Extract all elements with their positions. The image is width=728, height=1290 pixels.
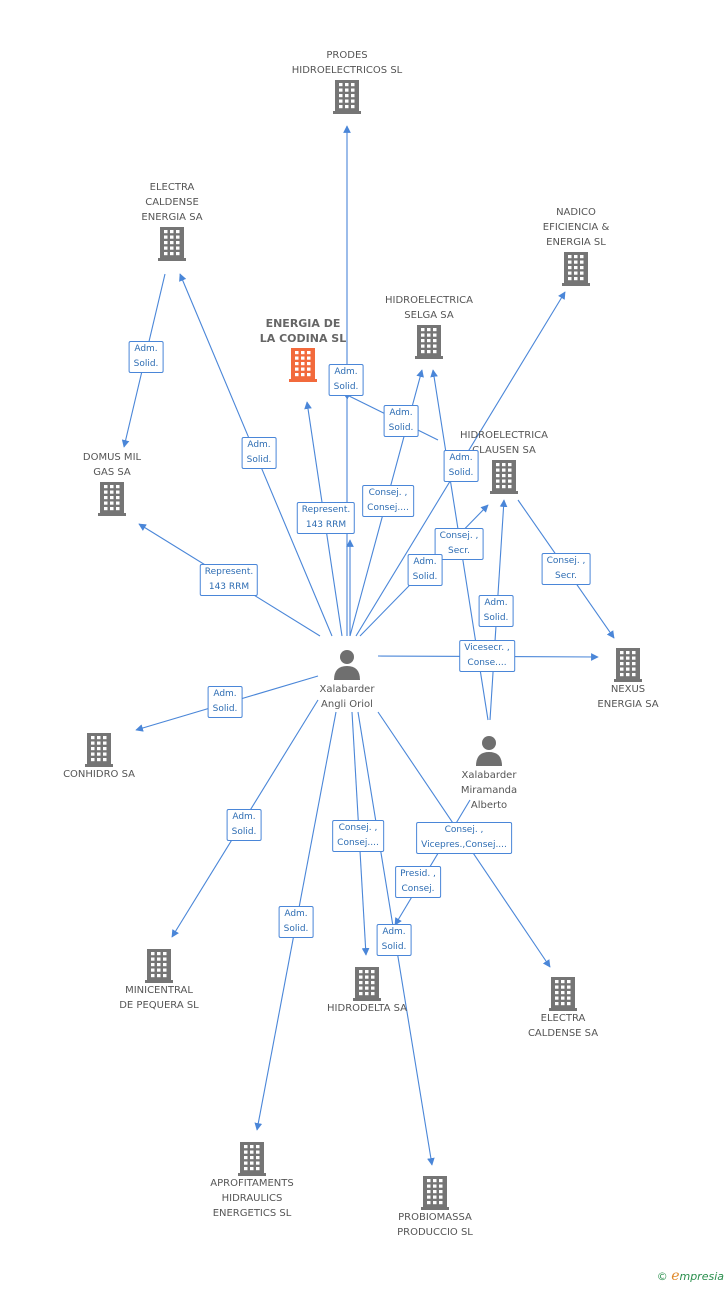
copyright-symbol: ©	[656, 1270, 668, 1283]
edge-label[interactable]: Represent. 143 RRM	[199, 564, 259, 596]
footer-brand[interactable]: © empresia	[657, 1268, 724, 1284]
building-icon	[490, 460, 518, 494]
building-icon	[353, 967, 381, 1001]
person-icon	[476, 736, 502, 766]
building-icon	[549, 977, 577, 1011]
node-label: APROFITAMENTS HIDRAULICS ENERGETICS SL	[210, 1178, 294, 1219]
building-icon	[562, 252, 590, 286]
node-label: MINICENTRAL DE PEQUERA SL	[119, 985, 199, 1011]
edge-label[interactable]: Adm. Solid.	[443, 450, 479, 482]
node-label: CONHIDRO SA	[63, 769, 135, 780]
edge-label[interactable]: Adm. Solid.	[278, 906, 314, 938]
node-nadico-eficiencia[interactable]: NADICO EFICIENCIA & ENERGIA SL	[506, 205, 646, 286]
edge-label[interactable]: Adm. Solid.	[478, 595, 514, 627]
node-prodes-hidroelectricos[interactable]: PRODES HIDROELECTRICOS SL	[277, 48, 417, 114]
building-icon	[333, 80, 361, 114]
building-icon	[415, 325, 443, 359]
node-aprofitaments-hidraulics[interactable]: APROFITAMENTS HIDRAULICS ENERGETICS SL	[182, 1140, 322, 1221]
node-electra-caldense[interactable]: ELECTRA CALDENSE SA	[493, 975, 633, 1041]
node-label: HIDRODELTA SA	[327, 1003, 407, 1014]
node-hidroelectrica-clausen[interactable]: HIDROELECTRICA CLAUSEN SA	[434, 428, 574, 494]
edge-label[interactable]: Vicesecr. , Conse....	[459, 640, 515, 672]
node-label: Xalabarder Angli Oriol	[319, 684, 375, 710]
brand-logo-text: mpresia	[679, 1270, 724, 1283]
node-label: DOMUS MIL GAS SA	[82, 452, 142, 478]
building-icon	[158, 227, 186, 261]
node-hidrodelta[interactable]: HIDRODELTA SA	[297, 965, 437, 1016]
node-label: ENERGIA DE LA CODINA SL	[259, 317, 347, 345]
brand-logo-initial: e	[671, 1268, 680, 1284]
edge-label[interactable]: Represent. 143 RRM	[296, 502, 356, 534]
building-icon	[98, 482, 126, 516]
node-xalabarder-angli-oriol[interactable]: Xalabarder Angli Oriol	[277, 648, 417, 712]
node-electra-caldense-energia[interactable]: ELECTRA CALDENSE ENERGIA SA	[102, 180, 242, 261]
building-icon	[421, 1176, 449, 1210]
node-probiomassa-produccio[interactable]: PROBIOMASSA PRODUCCIO SL	[365, 1174, 505, 1240]
node-label: NEXUS ENERGIA SA	[597, 684, 659, 710]
node-xalabarder-miramanda-alberto[interactable]: Xalabarder Miramanda Alberto	[419, 734, 559, 813]
node-conhidro[interactable]: CONHIDRO SA	[29, 731, 169, 782]
edge-label[interactable]: Consej. , Consej....	[362, 485, 414, 517]
edge-label[interactable]: Consej. , Vicepres.,Consej....	[416, 822, 512, 854]
building-icon	[614, 648, 642, 682]
edge-label[interactable]: Presid. , Consej.	[395, 866, 441, 898]
edge-label[interactable]: Adm. Solid.	[128, 341, 164, 373]
node-energia-de-la-codina[interactable]: ENERGIA DE LA CODINA SL	[233, 316, 373, 382]
edge-label[interactable]: Consej. , Consej....	[332, 820, 384, 852]
building-icon	[85, 733, 113, 767]
node-label: ELECTRA CALDENSE SA	[527, 1013, 599, 1039]
node-minicentral-de-pequera[interactable]: MINICENTRAL DE PEQUERA SL	[89, 947, 229, 1013]
relationship-edge	[394, 799, 471, 926]
edge-label[interactable]: Adm. Solid.	[241, 437, 277, 469]
person-icon	[334, 650, 360, 680]
edge-label[interactable]: Adm. Solid.	[407, 554, 443, 586]
edge-label[interactable]: Consej. , Secr.	[434, 528, 484, 560]
edge-label[interactable]: Adm. Solid.	[207, 686, 243, 718]
node-label: PROBIOMASSA PRODUCCIO SL	[397, 1212, 473, 1238]
building-icon	[238, 1142, 266, 1176]
node-label: HIDROELECTRICA CLAUSEN SA	[459, 430, 548, 456]
node-domus-mil-gas[interactable]: DOMUS MIL GAS SA	[42, 450, 182, 516]
edge-label[interactable]: Consej. , Secr.	[541, 553, 591, 585]
edge-label[interactable]: Adm. Solid.	[383, 405, 419, 437]
node-label: PRODES HIDROELECTRICOS SL	[291, 50, 403, 76]
node-label: NADICO EFICIENCIA & ENERGIA SL	[542, 207, 610, 248]
node-hidroelectrica-selga[interactable]: HIDROELECTRICA SELGA SA	[359, 293, 499, 359]
building-icon	[289, 348, 317, 382]
node-nexus-energia[interactable]: NEXUS ENERGIA SA	[558, 646, 698, 712]
node-label: Xalabarder Miramanda Alberto	[460, 770, 518, 811]
edge-label[interactable]: Adm. Solid.	[376, 924, 412, 956]
node-label: ELECTRA CALDENSE ENERGIA SA	[141, 182, 203, 223]
building-icon	[145, 949, 173, 983]
node-label: HIDROELECTRICA SELGA SA	[384, 295, 473, 321]
edge-label[interactable]: Adm. Solid.	[328, 364, 364, 396]
edge-label[interactable]: Adm. Solid.	[226, 809, 262, 841]
